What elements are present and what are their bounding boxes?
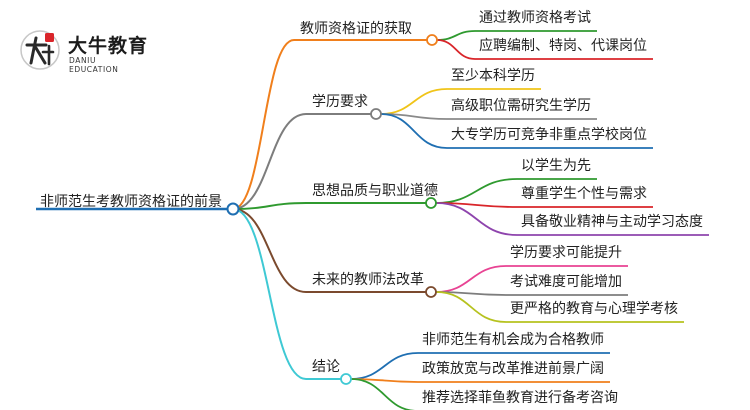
branch-node-circle — [426, 34, 438, 46]
leaf-topic: 以学生为先 — [521, 158, 591, 174]
root-node-circle — [226, 202, 240, 216]
leaf-topic: 通过教师资格考试 — [479, 10, 591, 26]
daniu-logo-icon — [20, 30, 60, 70]
leaf-connector — [436, 30, 476, 41]
logo-name-en: DANIU EDUCATION — [69, 56, 119, 74]
leaf-connector — [350, 352, 419, 380]
leaf-topic: 政策放宽与改革推进前景广阔 — [422, 361, 604, 377]
leaf-connector — [380, 113, 448, 149]
leaf-connector — [350, 378, 417, 410]
leaf-connector — [436, 39, 476, 60]
leaf-connector — [380, 88, 448, 115]
logo-name-cn: 大牛教育 — [68, 35, 149, 57]
branch-topic: 思想品质与职业道德 — [312, 183, 438, 199]
leaf-connector — [435, 202, 518, 236]
branch-connector — [232, 202, 307, 210]
branch-connector — [232, 208, 307, 293]
branch-node-circle — [425, 286, 437, 298]
leaf-topic: 考试难度可能增加 — [510, 274, 622, 290]
branch-node-circle — [340, 373, 352, 385]
leaf-topic: 高级职位需研究生学历 — [451, 98, 591, 114]
brand-logo: 大牛教育 DANIU EDUCATION — [18, 28, 148, 74]
leaf-topic: 学历要求可能提升 — [510, 245, 622, 261]
branch-topic: 未来的教师法改革 — [312, 272, 424, 288]
branch-node-circle — [425, 197, 437, 209]
branch-connector — [232, 208, 307, 380]
branch-node-circle — [370, 108, 382, 120]
leaf-topic: 尊重学生个性与需求 — [521, 186, 647, 202]
branch-topic: 学历要求 — [312, 94, 368, 110]
leaf-connector — [435, 178, 518, 204]
leaf-topic: 非师范生有机会成为合格教师 — [422, 332, 604, 348]
leaf-topic: 大专学历可竞争非重点学校岗位 — [451, 127, 647, 143]
leaf-connector — [435, 291, 507, 323]
branch-topic: 教师资格证的获取 — [300, 21, 412, 37]
leaf-connector — [435, 265, 507, 293]
leaf-topic: 具备敬业精神与主动学习态度 — [521, 214, 703, 230]
leaf-topic: 至少本科学历 — [451, 68, 535, 84]
leaf-topic: 推荐选择菲鱼教育进行备考咨询 — [422, 390, 618, 406]
leaf-topic: 应聘编制、特岗、代课岗位 — [479, 38, 647, 54]
leaf-topic: 更严格的教育与心理学考核 — [510, 301, 678, 317]
root-topic: 非师范生考教师资格证的前景 — [40, 194, 222, 210]
branch-topic: 结论 — [312, 359, 340, 375]
branch-connector — [232, 39, 295, 210]
branch-connector — [232, 113, 307, 210]
